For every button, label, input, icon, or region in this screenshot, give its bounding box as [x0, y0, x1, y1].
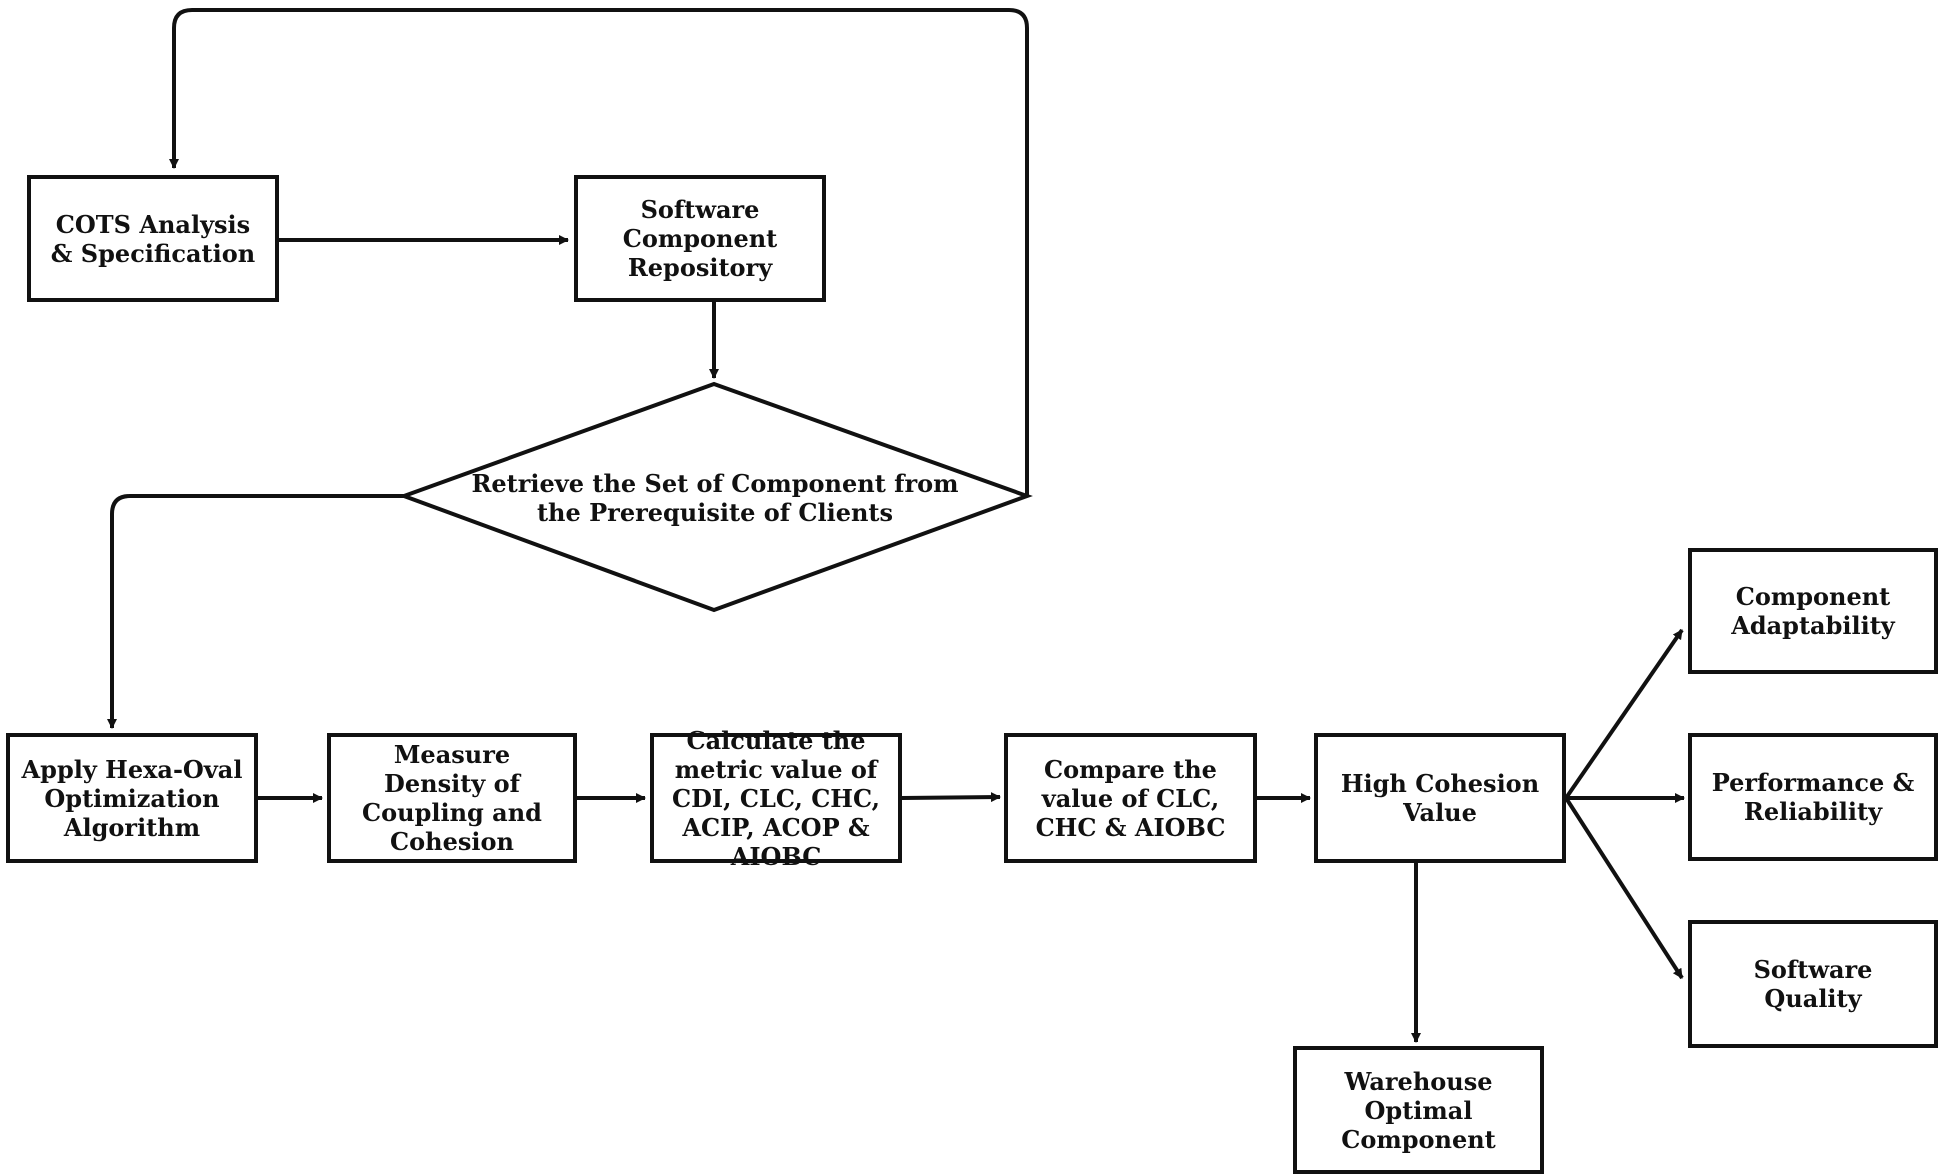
warehouse-optimal-label: Warehouse Optimal Component	[1341, 1066, 1496, 1154]
cots-analysis-label: COTS Analysis & Specification	[50, 209, 256, 268]
calculate-metric-box: Calculate the metric value of CDI, CLC, …	[650, 726, 902, 871]
warehouse-optimal-box: Warehouse Optimal Component	[1293, 1046, 1544, 1174]
software-quality-label: Software Quality	[1753, 955, 1873, 1013]
calculate-metric-label: Calculate the metric value of CDI, CLC, …	[671, 725, 881, 871]
compare-value-label: Compare the value of CLC, CHC & AIOBC	[1035, 754, 1226, 842]
apply-hexa-oval-box: Apply Hexa-Oval Optimization Algorithm	[6, 733, 258, 863]
software-repository-box: Software Component Repository	[574, 175, 826, 302]
component-adaptability-label: Component Adaptability	[1731, 582, 1895, 640]
performance-reliability-box: Performance & Reliability	[1688, 733, 1938, 861]
performance-reliability-label: Performance & Reliability	[1711, 768, 1915, 826]
software-quality-box: Software Quality	[1688, 920, 1938, 1048]
calculate-to-compare-arrow	[901, 792, 1001, 803]
high-cohesion-to-adaptability-arrow	[1564, 628, 1684, 800]
software-repository-label: Software Component Repository	[622, 195, 778, 282]
diamond-to-apply-arrow	[107, 494, 404, 729]
compare-value-box: Compare the value of CLC, CHC & AIOBC	[1004, 733, 1257, 863]
apply-hexa-oval-label: Apply Hexa-Oval Optimization Algorithm	[21, 754, 243, 842]
feedback-loop-arrow	[169, 8, 1029, 496]
cots-analysis-box: COTS Analysis & Specification	[27, 175, 279, 302]
high-cohesion-label: High Cohesion Value	[1340, 769, 1540, 827]
retrieve-decision-diamond	[398, 381, 1033, 613]
measure-density-box: Measure Density of Coupling and Cohesion	[327, 733, 577, 863]
high-cohesion-to-quality-arrow	[1564, 796, 1684, 980]
measure-density-label: Measure Density of Coupling and Cohesion	[362, 740, 542, 856]
component-adaptability-box: Component Adaptability	[1688, 548, 1938, 674]
high-cohesion-box: High Cohesion Value	[1314, 733, 1566, 863]
retrieve-decision-label: Retrieve the Set of Component from the P…	[471, 469, 959, 527]
